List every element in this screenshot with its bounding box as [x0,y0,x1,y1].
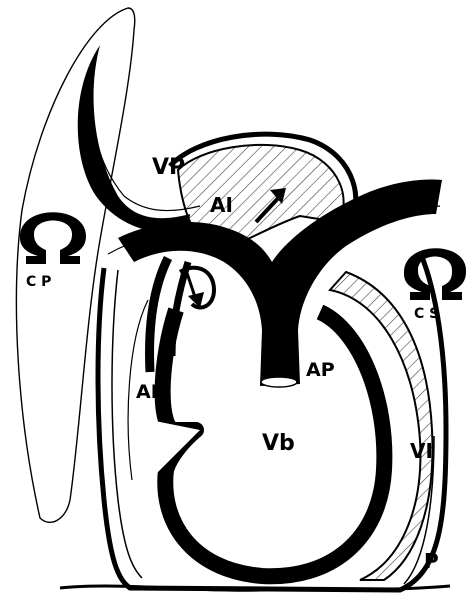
label-ad: AD [136,381,166,403]
vena-cava-horn [78,45,190,233]
label-ai: AI [210,193,233,217]
label-p: P [424,549,439,573]
aortic-orifice [261,377,297,387]
label-cp: C P [26,274,51,290]
label-ap: AP [306,359,335,381]
pericardium-inner-line [112,270,142,578]
label-vp: VP [152,155,185,180]
right-atrium-channel-inner [172,262,188,356]
outer-membrane [16,8,134,522]
omega-symbol-icon [20,212,86,264]
label-vd: Vb [262,431,295,456]
label-cs: C S [414,306,439,322]
arrow-down-icon [186,270,204,308]
label-vi: VI [410,439,433,463]
